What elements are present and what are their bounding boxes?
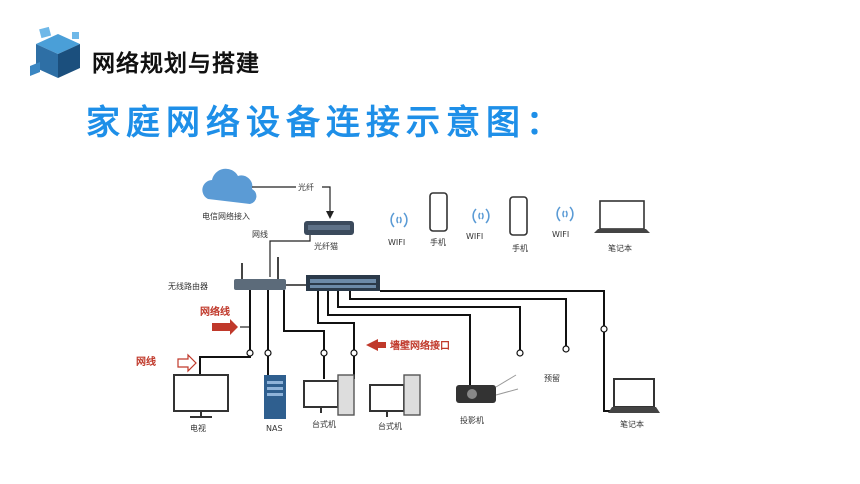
section-title: 网络规划与搭建: [92, 51, 260, 77]
cable-annotation: 网线: [136, 355, 156, 368]
fiber-label: 光纤: [298, 182, 314, 192]
cube-logo-icon: [30, 26, 80, 78]
network-cable-annotation: 网络线: [200, 305, 230, 318]
modem-label: 光纤猫: [314, 241, 338, 251]
desktop-label: 台式机: [378, 421, 402, 431]
wifi-icon: [556, 206, 574, 222]
laptop-bottom-label: 笔记本: [620, 419, 644, 429]
laptop-icon: [608, 378, 660, 413]
router-icon: [234, 257, 286, 290]
router-label: 无线路由器: [168, 281, 208, 291]
wifi-label: WIFI: [466, 232, 483, 241]
phone-label: 手机: [430, 237, 446, 247]
phone-icon: [509, 196, 528, 236]
wifi-icon: [472, 208, 490, 224]
wifi-label: WIFI: [552, 230, 569, 239]
projector-label: 投影机: [460, 415, 484, 425]
laptop-top-label: 笔记本: [608, 243, 632, 253]
tv-label: 电视: [190, 423, 206, 433]
nas-icon: [264, 375, 286, 419]
cloud-icon: [202, 168, 257, 204]
cable-label: 网线: [252, 229, 268, 239]
desktop-icon: [369, 374, 421, 417]
tv-icon: [173, 374, 229, 418]
wifi-icon: [390, 212, 408, 228]
modem-icon: [304, 221, 354, 235]
phone-label: 手机: [512, 243, 528, 253]
page-title: 家庭网络设备连接示意图：: [86, 103, 566, 143]
laptop-icon: [594, 200, 650, 233]
desktop-icon: [303, 374, 355, 416]
isp-label: 电信网络接入: [202, 211, 250, 221]
reserved-label: 预留: [544, 373, 560, 383]
phone-icon: [429, 192, 448, 232]
wifi-label: WIFI: [388, 238, 405, 247]
nas-label: NAS: [266, 424, 283, 433]
wall-port-annotation: 墙壁网络接口: [390, 339, 450, 352]
desktop-label: 台式机: [312, 419, 336, 429]
switch-icon: [306, 275, 380, 291]
network-diagram: 电信网络接入 光纤 光纤猫 网线 无线路由器 WIFI 手机 WIFI: [100, 157, 678, 447]
projector-icon: [456, 374, 519, 403]
